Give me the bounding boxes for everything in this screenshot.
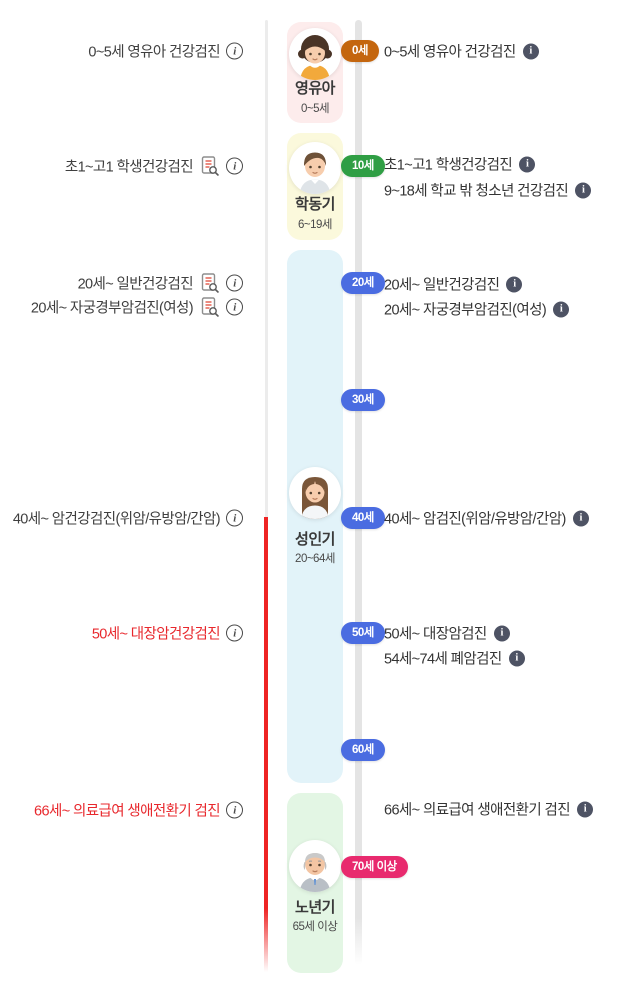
info-filled-icon[interactable]: i	[553, 301, 570, 317]
right-item-label: 20세~ 일반건강검진	[384, 277, 500, 294]
age-badge-60: 60세	[341, 739, 385, 761]
info-filled-icon[interactable]: i	[508, 650, 525, 666]
age-badge-10: 10세	[341, 155, 385, 177]
school-boy-illustration	[299, 152, 331, 194]
right-item-medicaid-transition: 66세~ 의료급여 생애전환기 검진 i	[384, 799, 593, 820]
right-item-student-checkup: 초1~고1 학생건강검진 i	[384, 154, 536, 175]
stage-range-school: 6~19세	[298, 219, 332, 231]
infant-girl-illustration	[298, 35, 332, 80]
info-filled-icon[interactable]: i	[519, 156, 536, 172]
checkup-document-icon[interactable]	[199, 273, 220, 294]
right-item-label: 초1~고1 학생건강검진	[384, 157, 513, 174]
age-badge-20: 20세	[341, 272, 385, 294]
info-outline-icon[interactable]: i	[226, 42, 243, 60]
age-badge-0: 0세	[341, 40, 379, 62]
checkup-document-icon[interactable]	[199, 297, 220, 318]
left-item-label: 66세~ 의료급여 생애전환기 검진	[34, 803, 221, 820]
stage-card-senior: 노년기 65세 이상	[287, 793, 343, 973]
left-item-label: 20세~ 일반건강검진	[77, 276, 194, 293]
right-item-label: 20세~ 자궁경부암검진(여성)	[384, 302, 547, 319]
left-item-cancer-checkup: 40세~ 암건강검진(위암/유방암/간암) i	[13, 508, 243, 529]
right-item-label: 66세~ 의료급여 생애전환기 검진	[384, 802, 571, 819]
left-item-cervical-cancer: 20세~ 자궁경부암검진(여성) i	[31, 297, 243, 318]
left-item-label: 20세~ 자궁경부암검진(여성)	[30, 300, 194, 317]
info-filled-icon[interactable]: i	[493, 625, 510, 641]
age-timeline-track	[355, 20, 362, 965]
stage-range-infant: 0~5세	[300, 103, 330, 115]
info-outline-icon[interactable]: i	[226, 624, 243, 642]
stage-range-senior: 65세 이상	[292, 921, 338, 933]
right-item-cancer-checkup: 40세~ 암검진(위암/유방암/간암) i	[384, 508, 589, 529]
right-item-out-of-school-youth: 9~18세 학교 밖 청소년 건강검진 i	[384, 180, 592, 201]
left-item-label: 0~5세 영유아 건강검진	[88, 44, 220, 61]
stage-label-school: 학동기	[295, 196, 335, 213]
left-item-label: 40세~ 암건강검진(위암/유방암/간암)	[12, 511, 221, 528]
checkup-document-icon[interactable]	[199, 156, 220, 177]
right-item-infant-checkup: 0~5세 영유아 건강검진 i	[384, 41, 539, 62]
info-outline-icon[interactable]: i	[226, 298, 243, 316]
info-outline-icon[interactable]: i	[226, 801, 243, 819]
stage-label-senior: 노년기	[295, 899, 335, 916]
red-highlight-line	[264, 517, 268, 972]
left-item-student-checkup: 초1~고1 학생건강검진 i	[65, 156, 243, 177]
info-outline-icon[interactable]: i	[226, 157, 243, 175]
age-badge-70plus: 70세 이상	[341, 856, 408, 878]
info-filled-icon[interactable]: i	[572, 510, 589, 526]
left-guide-line	[265, 20, 268, 517]
age-badge-40: 40세	[341, 507, 385, 529]
stage-label-adult: 성인기	[295, 531, 335, 548]
adult-woman-illustration	[301, 477, 329, 519]
infant-avatar	[289, 28, 341, 80]
right-item-label: 50세~ 대장암검진	[384, 626, 487, 643]
stage-card-school: 학동기 6~19세	[287, 133, 343, 240]
adult-avatar	[289, 467, 341, 519]
info-filled-icon[interactable]: i	[506, 276, 523, 292]
left-item-colon-cancer: 50세~ 대장암건강검진 i	[92, 623, 243, 644]
stage-range-adult: 20~64세	[295, 553, 335, 565]
school-avatar	[289, 142, 341, 194]
right-item-cervical-cancer: 20세~ 자궁경부암검진(여성) i	[384, 299, 570, 320]
left-item-general-checkup: 20세~ 일반건강검진 i	[78, 273, 243, 294]
left-item-label: 50세~ 대장암건강검진	[91, 626, 221, 643]
senior-avatar	[289, 840, 341, 892]
right-item-label: 40세~ 암검진(위암/유방암/간암)	[384, 511, 566, 528]
right-item-lung-cancer: 54세~74세 폐암검진 i	[384, 648, 525, 669]
right-item-colon-cancer: 50세~ 대장암검진 i	[384, 623, 510, 644]
right-item-label: 0~5세 영유아 건강검진	[384, 44, 516, 61]
stage-card-adult: 성인기 20~64세	[287, 250, 343, 783]
senior-man-illustration	[299, 853, 331, 892]
info-filled-icon[interactable]: i	[576, 801, 593, 817]
age-badge-50: 50세	[341, 622, 385, 644]
left-item-label: 초1~고1 학생건강검진	[64, 159, 194, 176]
left-item-medicaid-transition: 66세~ 의료급여 생애전환기 검진 i	[34, 800, 243, 821]
info-outline-icon[interactable]: i	[226, 509, 243, 527]
right-item-label: 54세~74세 폐암검진	[384, 651, 502, 668]
right-item-general-checkup: 20세~ 일반건강검진 i	[384, 274, 523, 295]
info-outline-icon[interactable]: i	[226, 274, 243, 292]
right-item-label: 9~18세 학교 밖 청소년 건강검진	[384, 183, 569, 200]
info-filled-icon[interactable]: i	[575, 182, 592, 198]
stage-label-infant: 영유아	[295, 80, 335, 97]
left-item-infant-checkup: 0~5세 영유아 건강검진 i	[88, 41, 243, 62]
info-filled-icon[interactable]: i	[522, 43, 539, 59]
age-badge-30: 30세	[341, 389, 385, 411]
stage-card-infant: 영유아 0~5세	[287, 22, 343, 123]
